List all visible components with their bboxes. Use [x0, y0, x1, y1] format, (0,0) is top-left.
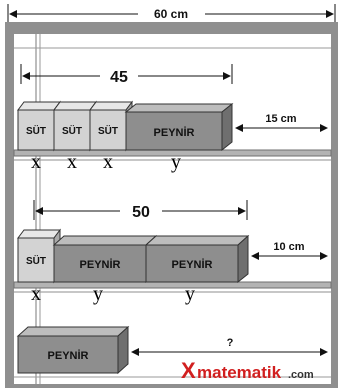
cheese-label: PEYNİR — [172, 258, 213, 271]
var-x: x — [103, 151, 113, 173]
watermark-text: matematik — [197, 363, 282, 382]
var-y: y — [171, 151, 181, 173]
var-y: y — [185, 283, 195, 305]
total-width-dimension: 60 cm — [7, 4, 336, 24]
shelf-1-gap-dimension: 15 cm — [235, 113, 328, 132]
shelf-2-gap-dimension: 10 cm — [251, 241, 328, 260]
cheese-box: PEYNİR — [124, 102, 234, 152]
milk-label: SÜT — [98, 124, 118, 137]
shelf-1-width-dimension: 45 — [20, 64, 233, 86]
shelf-1: 45 SÜT SÜT SÜT — [13, 64, 332, 173]
var-x: x — [31, 283, 41, 305]
cabinet-frame — [5, 22, 338, 388]
cheese-label: PEYNİR — [154, 126, 195, 139]
shelf-2-width-dimension: 50 — [33, 200, 248, 221]
shelf-1-gap-label: 15 cm — [265, 113, 296, 125]
shelf-3: PEYNİR ? — [14, 325, 331, 378]
milk-label: SÜT — [62, 124, 82, 137]
watermark-suffix: .com — [288, 369, 314, 381]
shelf-3-gap-label: ? — [227, 337, 234, 349]
cheese-box: PEYNİR — [144, 234, 250, 284]
milk-label: SÜT — [26, 124, 46, 137]
shelf-2-gap-label: 10 cm — [273, 241, 304, 253]
milk-label: SÜT — [26, 254, 46, 267]
var-x: x — [67, 151, 77, 173]
total-width-label: 60 cm — [154, 7, 188, 21]
shelf-2-width-label: 50 — [132, 204, 150, 221]
shelf-1-width-label: 45 — [110, 69, 128, 86]
var-y: y — [93, 283, 103, 305]
cheese-box: PEYNİR — [52, 234, 158, 284]
watermark-logo: X matematik .com — [181, 358, 314, 383]
var-x: x — [31, 151, 41, 173]
cheese-label: PEYNİR — [48, 349, 89, 362]
shelf-2: 50 SÜT PEYNİR PEYNİR 10 cm — [13, 200, 332, 305]
cheese-label: PEYNİR — [80, 258, 121, 271]
shelf-3-gap-dimension: ? — [131, 337, 328, 356]
watermark-x: X — [181, 358, 196, 383]
cheese-box: PEYNİR — [16, 325, 130, 375]
